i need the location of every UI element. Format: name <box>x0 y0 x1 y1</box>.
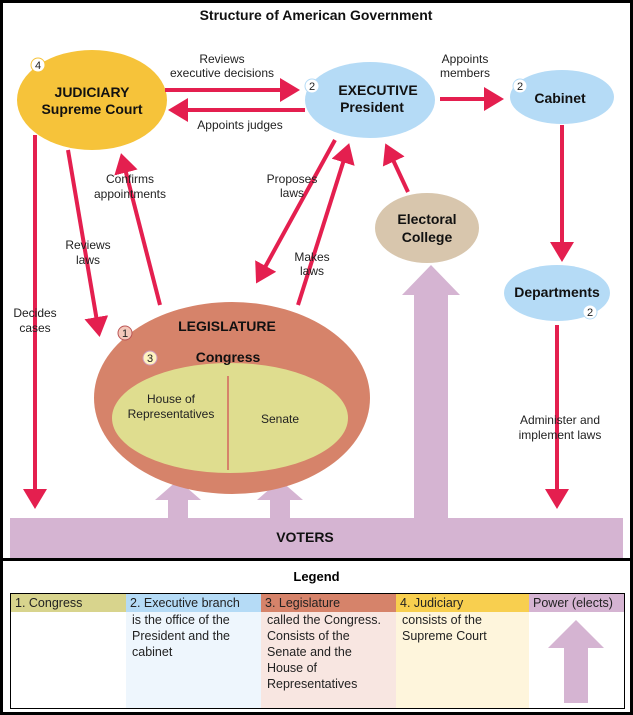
legend-item-legislature: 3. Legislature called the Congress. Cons… <box>261 594 396 708</box>
legend-title: Legend <box>293 569 340 584</box>
reviews-laws-label-2: laws <box>76 253 100 267</box>
judiciary-badge-number: 4 <box>35 60 41 72</box>
congress-badge-number: 3 <box>147 353 153 365</box>
executive-badge-number: 2 <box>309 81 315 93</box>
arrow-confirms-appointments <box>114 153 162 306</box>
departments-label: Departments <box>514 284 600 300</box>
confirms-label-1: Confirms <box>106 172 154 186</box>
electoral-college-line2: College <box>402 229 453 245</box>
congress-node <box>112 363 348 473</box>
arrow-reviews-laws <box>66 149 109 337</box>
senate-label: Senate <box>261 412 299 426</box>
reviews-exec-label-2: executive decisions <box>170 66 274 80</box>
reviews-laws-label-1: Reviews <box>65 238 110 252</box>
departments-node <box>504 265 610 321</box>
electoral-college-node <box>375 193 479 263</box>
legend-table: 1. Congress 2. Executive branch is the o… <box>10 593 625 709</box>
cabinet-badge <box>512 78 528 94</box>
house-label-line1: House of <box>147 392 196 406</box>
legend-power-body <box>529 612 624 708</box>
cabinet-badge-number: 2 <box>517 81 523 93</box>
confirms-label-2: appointments <box>94 187 166 201</box>
administer-label-2: implement laws <box>519 428 602 442</box>
power-arrow-house <box>155 480 201 518</box>
proposes-label-1: Proposes <box>267 172 318 186</box>
legend-header: 2. Executive branch <box>126 594 261 612</box>
arrow-makes-laws <box>296 143 355 306</box>
judiciary-subtitle: Supreme Court <box>41 101 142 117</box>
decides-cases-label-1: Decides <box>13 306 56 320</box>
voters-label: VOTERS <box>276 529 334 545</box>
legend-header: 1. Congress <box>11 594 126 612</box>
proposes-label-2: laws <box>280 186 304 200</box>
legislature-badge-number: 1 <box>122 328 128 340</box>
decides-cases-label-2: cases <box>19 321 50 335</box>
cabinet-node <box>510 70 614 124</box>
voters-bar <box>10 518 623 558</box>
legend-item-executive: 2. Executive branch is the office of the… <box>126 594 261 708</box>
administer-label-1: Administer and <box>520 413 600 427</box>
congress-badge <box>142 350 158 366</box>
cabinet-label: Cabinet <box>534 90 586 106</box>
makes-label-2: laws <box>300 264 324 278</box>
legislature-badge <box>117 325 133 341</box>
legend: Legend 1. Congress 2. Executive branch i… <box>3 561 630 712</box>
arrow-proposes-laws <box>255 139 337 284</box>
judiciary-badge <box>30 57 46 73</box>
legislature-label: LEGISLATURE <box>178 318 276 334</box>
diagram-canvas: Structure of American Government VOTERS … <box>10 7 623 558</box>
congress-label: Congress <box>196 349 261 365</box>
diagram-title: Structure of American Government <box>200 7 433 23</box>
legend-body: called the Congress. Consists of the Sen… <box>267 613 381 691</box>
legend-item-power: Power (elects) <box>529 594 624 708</box>
legend-header: Power (elects) <box>529 594 624 612</box>
legend-item-congress: 1. Congress <box>11 594 126 708</box>
departments-badge-number: 2 <box>587 307 593 319</box>
house-label-line2: Representatives <box>128 407 215 421</box>
legend-item-judiciary: 4. Judiciary consists of the Supreme Cou… <box>396 594 529 708</box>
diagram: Structure of American Government VOTERS … <box>3 3 630 558</box>
executive-badge <box>304 78 320 94</box>
appoints-judges-label: Appoints judges <box>197 118 282 132</box>
makes-label-1: Makes <box>294 250 329 264</box>
executive-node <box>305 62 435 138</box>
power-arrow-electoral <box>402 265 460 518</box>
legend-body <box>11 612 126 708</box>
legend-header: 4. Judiciary <box>396 594 529 612</box>
electoral-college-line1: Electoral <box>397 211 456 227</box>
judiciary-title: JUDICIARY <box>55 84 131 100</box>
judiciary-node <box>17 50 167 150</box>
executive-subtitle: President <box>340 99 404 115</box>
arrow-electoral-executive <box>382 143 410 193</box>
departments-badge <box>582 304 598 320</box>
executive-title: EXECUTIVE <box>338 82 417 98</box>
legend-body: consists of the Supreme Court <box>402 613 487 643</box>
appoints-members-label-2: members <box>440 66 490 80</box>
legend-header: 3. Legislature <box>261 594 396 612</box>
power-arrow-senate <box>257 480 303 518</box>
reviews-exec-label-1: Reviews <box>199 52 244 66</box>
power-arrow-icon <box>548 620 604 703</box>
appoints-members-label-1: Appoints <box>442 52 489 66</box>
legend-body: is the office of the President and the c… <box>132 613 230 659</box>
